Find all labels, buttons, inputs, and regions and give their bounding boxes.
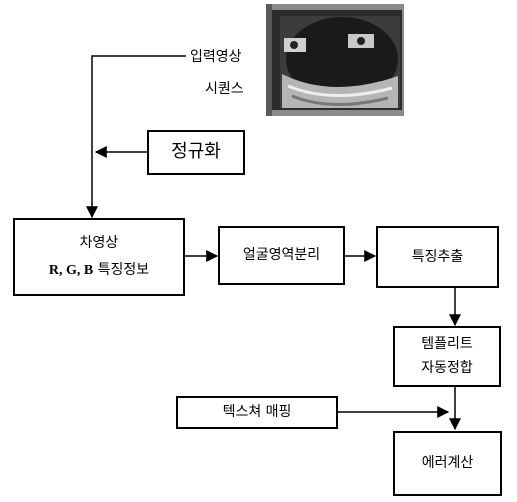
texture-mapping-label: 텍스쳐 매핑 bbox=[222, 404, 292, 421]
rgb-feature-label: R, G, B 특징정보 bbox=[49, 257, 149, 285]
normalize-box: 정규화 bbox=[147, 130, 245, 175]
input-sequence-label-1: 입력영상 bbox=[190, 49, 242, 65]
feature-extract-label: 특징추출 bbox=[411, 248, 464, 265]
error-calc-box: 에러계산 bbox=[393, 431, 502, 496]
diff-image-label: 차영상 bbox=[79, 234, 119, 251]
feature-info-label: 특징정보 bbox=[97, 261, 150, 278]
template-label-1: 템플리트 bbox=[421, 335, 473, 352]
diff-image-box: 차영상 R, G, B 특징정보 bbox=[13, 218, 185, 296]
rgb-label: R, G, B bbox=[48, 262, 94, 278]
normalize-label: 정규화 bbox=[171, 141, 221, 163]
feature-extract-box: 특징추출 bbox=[376, 226, 499, 288]
input-sequence-label-2: 시퀀스 bbox=[205, 81, 244, 97]
face-region-label: 얼굴영역분리 bbox=[242, 247, 321, 264]
input-sequence-image bbox=[262, 4, 408, 124]
face-region-box: 얼굴영역분리 bbox=[218, 226, 345, 285]
error-calc-label: 에러계산 bbox=[421, 455, 474, 472]
template-matching-box: 템플리트 자동정합 bbox=[393, 326, 501, 387]
texture-mapping-box: 텍스쳐 매핑 bbox=[176, 396, 338, 429]
input-to-diff-arrow bbox=[86, 55, 186, 219]
template-label-2: 자동정합 bbox=[421, 359, 473, 376]
